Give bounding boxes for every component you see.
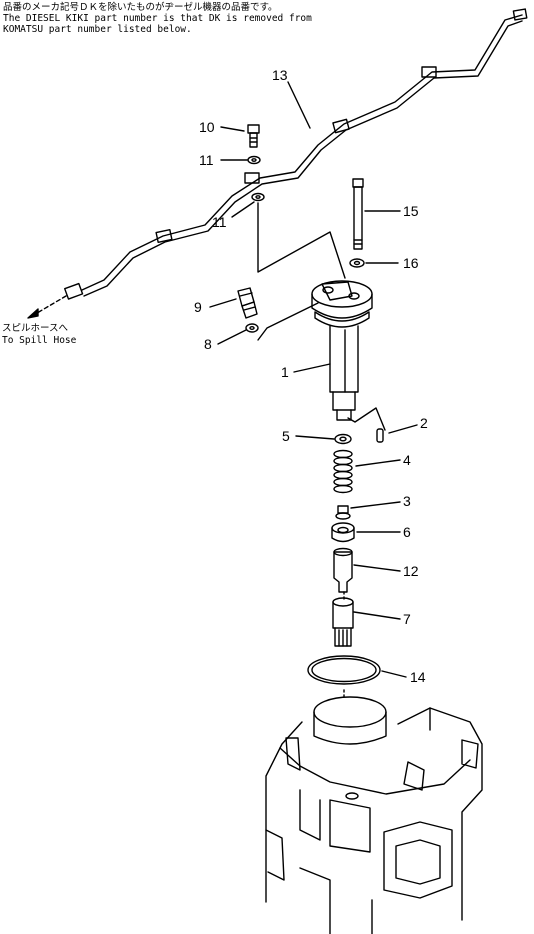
callout-9: 9 [194, 299, 202, 315]
callout-6: 6 [403, 524, 411, 540]
callout-11-lower: 11 [212, 214, 227, 230]
callout-1: 1 [281, 364, 289, 380]
header-note-line-1: The DIESEL KIKI part number is that DK i… [3, 13, 312, 24]
spill-hose-label-jp: スピルホースへ [2, 323, 69, 334]
callout-15: 15 [403, 203, 419, 219]
callout-2: 2 [420, 415, 428, 431]
gasket-8 [245, 323, 259, 333]
ring-6 [331, 522, 355, 543]
header-note-line-2: KOMATSU part number listed below. [3, 24, 192, 35]
nozzle-12 [333, 547, 353, 593]
callout-numbers: 13 10 11 11 15 16 9 8 1 2 5 4 3 6 12 7 1… [194, 67, 428, 685]
washer-5 [334, 433, 352, 445]
nozzle-nut-7 [332, 597, 354, 647]
fitting-9 [237, 287, 258, 319]
callout-14: 14 [410, 669, 426, 685]
callout-7: 7 [403, 611, 411, 627]
callout-16: 16 [403, 255, 419, 271]
cylinder-head [265, 696, 483, 934]
spacer-3 [335, 505, 351, 520]
callout-10: 10 [199, 119, 215, 135]
bolt-10 [247, 124, 260, 148]
bolt-15 [352, 178, 364, 250]
pin-2 [376, 428, 384, 443]
o-ring-14 [307, 655, 381, 685]
washer-11-lower [251, 192, 265, 202]
injector-holder-1 [311, 280, 373, 421]
callout-3: 3 [403, 493, 411, 509]
callout-4: 4 [403, 452, 411, 468]
callout-8: 8 [204, 336, 212, 352]
callout-5: 5 [282, 428, 290, 444]
spring-4 [333, 449, 353, 494]
spill-pipe [64, 8, 528, 300]
header-note-japanese: 品番のメーカ記号ＤＫを除いたものがヂーゼル機器の品番です。 [3, 2, 278, 13]
spill-arrow-line [31, 295, 67, 317]
spill-arrow-head [27, 308, 39, 319]
callout-12: 12 [403, 563, 419, 579]
callout-13: 13 [272, 67, 288, 83]
callout-11-upper: 11 [199, 152, 214, 168]
washer-16 [349, 258, 365, 268]
washer-11-upper [247, 155, 261, 165]
spill-hose-label-en: To Spill Hose [2, 335, 77, 346]
